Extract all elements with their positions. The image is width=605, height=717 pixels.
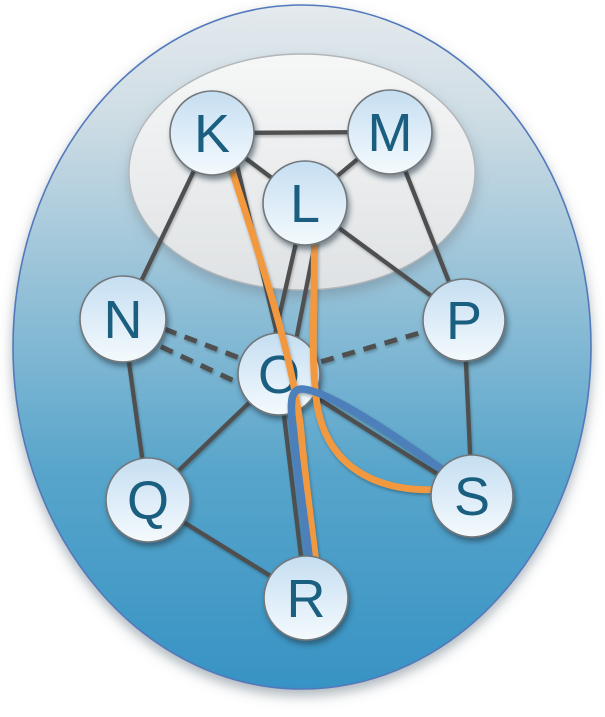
- node-M: M: [347, 89, 433, 175]
- node-circle-K: [169, 90, 255, 176]
- highlight-orange-L-O-S: [309, 218, 449, 494]
- node-circle-N: [79, 275, 167, 363]
- nodes-layer: K ML N P Q S R: [79, 89, 514, 641]
- node-circle-S: [430, 454, 514, 538]
- node-R: R: [263, 555, 349, 641]
- highlight-routes-layer: [220, 142, 449, 577]
- node-circle-L: [262, 160, 348, 246]
- node-circle-P: [422, 278, 506, 362]
- node-label-M: M: [368, 103, 413, 163]
- node-Q: Q: [105, 457, 191, 543]
- node-P: P: [422, 278, 506, 362]
- node-L: L: [262, 160, 348, 246]
- node-label-Q: Q: [127, 471, 169, 531]
- node-label-L: L: [290, 174, 320, 234]
- node-O: O: [237, 332, 321, 416]
- node-circle-Q: [105, 457, 191, 543]
- node-label-R: R: [287, 569, 326, 629]
- node-circle-R: [263, 555, 349, 641]
- highlight-orange-K-O-R: [220, 142, 321, 576]
- node-label-S: S: [454, 467, 490, 527]
- node-label-N: N: [104, 290, 143, 350]
- node-label-K: K: [194, 104, 230, 164]
- node-label-P: P: [446, 291, 482, 351]
- node-K: K: [169, 90, 255, 176]
- node-S: S: [430, 454, 514, 538]
- node-circle-M: [347, 89, 433, 175]
- node-N: N: [79, 275, 167, 363]
- highlight-blue-R-O-S: [287, 385, 448, 577]
